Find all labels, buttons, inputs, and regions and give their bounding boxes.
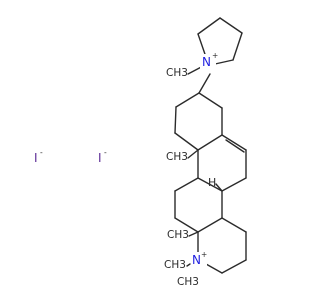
bond: [197, 177, 223, 192]
bond: [197, 217, 223, 233]
bond-n-c3: [198, 73, 211, 94]
bond: [174, 106, 177, 134]
iodide-ion-1-charge: -: [40, 148, 43, 157]
bond: [214, 59, 234, 65]
bond: [197, 134, 223, 151]
bond: [175, 92, 200, 108]
bond: [221, 217, 247, 233]
iodide-ion-2-label: I: [98, 151, 102, 165]
bond: [174, 177, 199, 192]
methyl-label-3: CH3: [167, 229, 189, 241]
bond: [221, 259, 247, 274]
methyl-label-5: CH3: [177, 276, 199, 288]
bond-double-outer: [221, 134, 247, 151]
pyrrolidinium-nitrogen-label: N: [202, 55, 211, 69]
bond: [174, 132, 199, 151]
bond-c10-methyl: [187, 149, 199, 159]
bond-n-methyl: [186, 263, 191, 267]
bond: [198, 92, 223, 109]
pyrrolidinium-charge-label: +: [212, 51, 218, 60]
bond: [197, 17, 221, 35]
ring-b: [187, 134, 247, 192]
atom-labels: N + CH3 CH3 CH3 H N + CH3 CH3: [164, 51, 218, 288]
structure-drawing: N + CH3 CH3 CH3 H N + CH3 CH3 I - I -: [34, 17, 247, 288]
molecule-canvas: N + CH3 CH3 CH3 H N + CH3 CH3 I - I -: [34, 17, 247, 288]
methyl-label-4: CH3: [164, 259, 186, 271]
bond-c13-methyl: [188, 231, 199, 237]
bond: [205, 263, 223, 274]
ring-a: [174, 92, 223, 151]
hydrogen-label: H: [208, 176, 216, 189]
methyl-label-2: CH3: [166, 151, 188, 163]
counter-ions: I - I -: [34, 148, 107, 165]
bond: [232, 32, 243, 61]
iodide-ion-2-charge: -: [104, 148, 107, 157]
methyl-label-1: CH3: [166, 67, 188, 79]
ring-nitrogen-label: N: [192, 253, 201, 267]
bond: [221, 177, 247, 192]
iodide-ion-1-label: I: [34, 151, 38, 165]
ring-d: [186, 217, 247, 274]
ring-c: [174, 177, 223, 237]
bond-double-inner: [225, 139, 245, 153]
ring-nitrogen-charge-label: +: [201, 250, 207, 259]
bond: [174, 217, 199, 233]
bond: [219, 17, 243, 34]
